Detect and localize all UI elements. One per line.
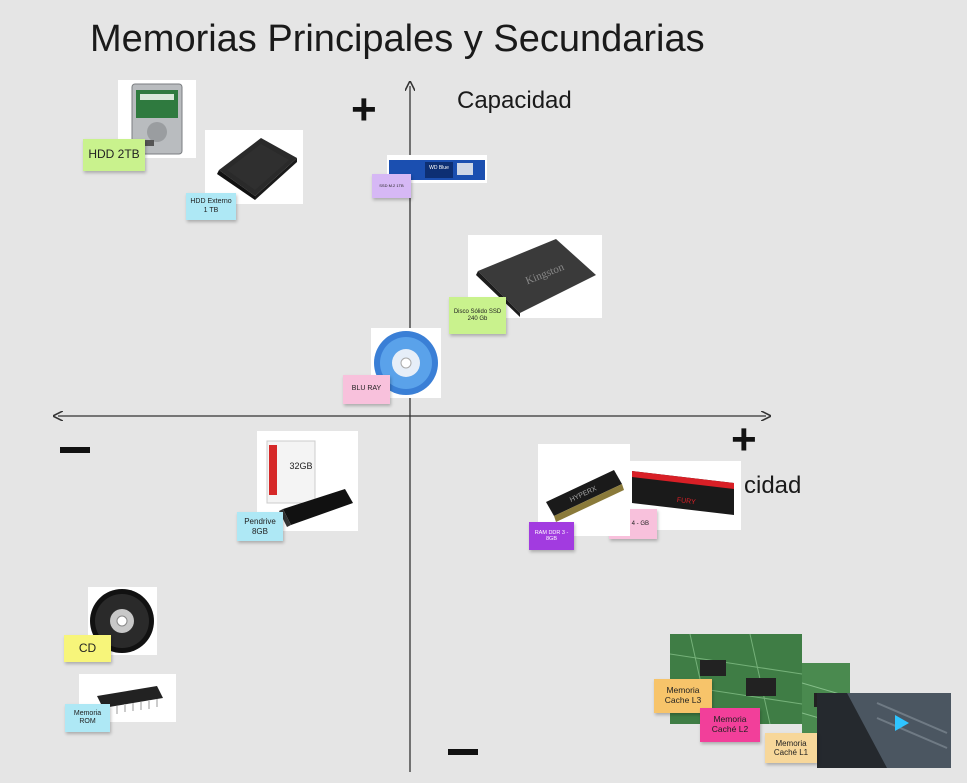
y-axis-plus: + [351,85,377,134]
bluray-photo [371,328,441,398]
external-hdd-photo [205,130,303,204]
sticky-note-bluray: BLU RAY [343,375,390,404]
sticky-note-hdd-2tb: HDD 2TB [83,139,145,171]
page-title: Memorias Principales y Secundarias [90,18,705,60]
sticky-note-ssd-m2: SSD M.2 1TB [372,174,411,198]
sticky-note-rom: Memoria ROM [65,704,110,732]
pendrive-capacity-label: 32GB [289,461,312,471]
sticky-note-pendrive: Pendrive 8GB [237,512,283,541]
pendrive-photo: 32GB [257,431,358,531]
sticky-note-cd: CD [64,635,111,662]
y-axis-minus [448,749,478,755]
y-axis-label: Capacidad [457,87,572,114]
sticky-note-ram-ddr3: RAM DDR 3 - 8GB [529,522,574,550]
rom-chip-photo [79,674,176,722]
sticky-note-ssd-240: Disco Sólido SSD 240 Gb [449,297,506,334]
ssd-m2-photo: WD Blue [387,155,487,183]
x-axis-minus [60,447,90,453]
sticky-note-cache-l3: Memoria Cache L3 [654,679,712,713]
cache-l1-photo [817,693,951,768]
hdd-photo [118,80,196,158]
ram-ddr4-brand-label: FURY [676,497,696,506]
ram-ddr3-photo: HYPERX [538,444,630,536]
sticky-note-cache-l1: Memoria Caché L1 [765,733,817,763]
sticky-note-cache-l2: Memoria Caché L2 [700,708,760,742]
sticky-note-hdd-externo: HDD Externo 1 TB [186,193,236,220]
x-axis-label: cidad [744,472,802,499]
ssd-m2-brand-label: WD Blue [429,165,449,171]
x-axis-plus: + [731,415,757,464]
ram-ddr4-photo: FURY [626,461,741,530]
